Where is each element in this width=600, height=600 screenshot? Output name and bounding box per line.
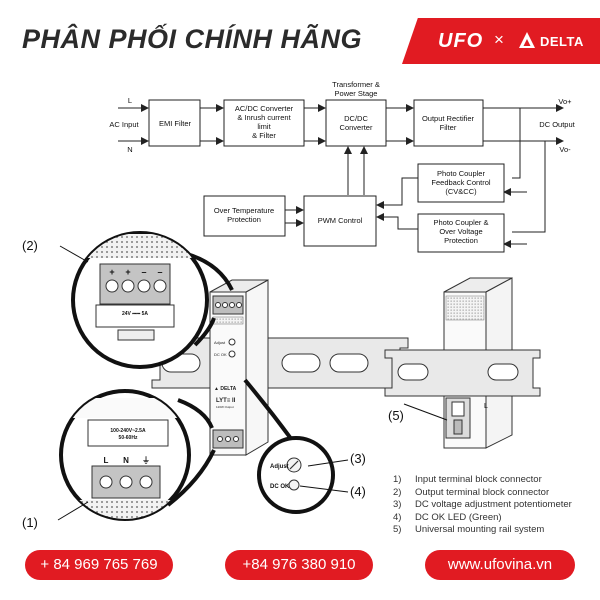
device-brand-label: ▲ DELTA xyxy=(214,386,237,392)
front-view-product xyxy=(151,279,409,456)
legend-text: Universal mounting rail system xyxy=(415,524,545,535)
acdc-line2: & Inrush current xyxy=(237,113,291,122)
pc-ovp-line2: Over Voltage xyxy=(439,227,482,236)
callout-1: (1) xyxy=(22,515,38,530)
emi-filter-label: EMI Filter xyxy=(159,119,192,128)
out-terminal-label-1: + xyxy=(109,267,114,277)
rail-side-label: L xyxy=(484,403,488,410)
ac-input-label: AC Input xyxy=(109,120,139,129)
in-terminal-label-l: L xyxy=(104,456,109,465)
transformer-line1: Transformer & xyxy=(332,80,380,89)
delta-logo: DELTA xyxy=(540,34,584,49)
acdc-line4: & Filter xyxy=(252,131,276,140)
device-adjust-label: Adjust xyxy=(214,340,226,345)
input-rating-line1: 100-240V~2.5A xyxy=(110,428,146,434)
legend-item: 4) DC OK LED (Green) xyxy=(393,512,572,525)
vo-plus-label: Vo+ xyxy=(558,97,572,106)
legend-text: DC OK LED (Green) xyxy=(415,511,502,523)
block-diagram xyxy=(118,99,564,253)
pwm-control-label: PWM Control xyxy=(318,216,363,225)
legend-number: 5) xyxy=(393,524,402,535)
brand-separator: × xyxy=(494,30,504,49)
legend-number: 2) xyxy=(393,486,402,498)
callout-5: (5) xyxy=(388,408,404,423)
ufo-logo: UFO xyxy=(438,30,484,52)
pc-ovp-line1: Photo Coupler & xyxy=(433,218,488,227)
legend-number: 1) xyxy=(393,474,402,485)
output-rating-label: 24V ⎓⎓ 5A xyxy=(122,311,148,317)
zoom-adjust-dcok: Adjust DC OK xyxy=(257,436,335,514)
out-terminal-label-3: – xyxy=(141,267,146,277)
acdc-line3: limit xyxy=(257,122,271,131)
website-button[interactable]: www.ufovina.vn xyxy=(425,550,575,580)
acdc-line1: AC/DC Converter xyxy=(235,104,294,113)
delta-triangle-icon xyxy=(519,32,535,48)
dc-output-label: DC Output xyxy=(539,120,575,129)
legend-number: 4) xyxy=(393,511,402,523)
pc-feedback-line2: Feedback Control xyxy=(431,178,491,187)
device-model-sub: 120W Output xyxy=(216,405,234,409)
phone-button-2[interactable]: +84 976 380 910 xyxy=(225,550,373,580)
pc-ovp-line3: Protection xyxy=(444,236,478,245)
input-rating-line2: 50-60Hz xyxy=(119,435,138,441)
zoom-adjust-label: Adjust xyxy=(270,464,289,470)
otp-line1: Over Temperature xyxy=(214,206,274,215)
callout-2: (2) xyxy=(22,238,38,253)
callout-4: (4) xyxy=(350,484,366,499)
legend-text: Output terminal block connector xyxy=(415,486,550,498)
legend-text: Input terminal block connector xyxy=(415,474,542,485)
out-terminal-label-4: – xyxy=(157,267,162,277)
callout-3: (3) xyxy=(350,451,366,466)
dcdc-line1: DC/DC xyxy=(344,114,368,123)
legend-number: 3) xyxy=(393,499,402,510)
out-terminal-label-2: + xyxy=(125,267,130,277)
device-model-label: LYT≡ II xyxy=(216,398,236,404)
vo-minus-label: Vo- xyxy=(559,145,571,154)
callouts: (2) (1) (3) (4) (5) xyxy=(22,238,404,530)
callout-leaders xyxy=(57,245,349,521)
block-diagram-labels: L AC Input N EMI Filter AC/DC Converter … xyxy=(109,80,575,245)
pc-feedback-line3: (CV&CC) xyxy=(445,187,477,196)
otp-line2: Protection xyxy=(227,215,261,224)
page-headline: PHÂN PHỐI CHÍNH HÃNG xyxy=(22,24,363,54)
in-terminal-label-n: N xyxy=(123,456,129,465)
side-view-product xyxy=(384,277,541,449)
zoom-dcok-label: DC OK xyxy=(270,484,290,490)
brand-banner: UFO × DELTA xyxy=(402,18,600,64)
legend-list: 1) Input terminal block connector 2) Outpu… xyxy=(393,474,572,537)
legend-item: 1) Input terminal block connector xyxy=(393,474,572,487)
legend-item: 5) Universal mounting rail system xyxy=(393,524,572,537)
legend-text: DC voltage adjustment potentiometer xyxy=(415,499,572,510)
rectifier-line2: Filter xyxy=(440,123,457,132)
transformer-line2: Power Stage xyxy=(335,89,378,98)
line-l-label: L xyxy=(128,96,132,105)
device-dcok-label: DC OK xyxy=(214,352,227,357)
phone-button-1[interactable]: + 84 969 765 769 xyxy=(25,550,173,580)
line-n-label: N xyxy=(127,145,132,154)
in-terminal-label-ground: ⏚ xyxy=(142,456,150,465)
rectifier-line1: Output Rectifier xyxy=(422,114,475,123)
legend-item: 3) DC voltage adjustment potentiometer xyxy=(393,499,572,512)
zoom-leaders xyxy=(166,253,294,507)
zoom-input-terminal: 100-240V~2.5A 50-60Hz L N ⏚ xyxy=(59,389,191,521)
legend-item: 2) Output terminal block connector xyxy=(393,487,572,500)
pc-feedback-line1: Photo Coupler xyxy=(437,169,485,178)
front-view-labels: Adjust DC OK ▲ DELTA LYT≡ II 120W Output xyxy=(214,340,237,409)
dcdc-line2: Converter xyxy=(340,123,373,132)
